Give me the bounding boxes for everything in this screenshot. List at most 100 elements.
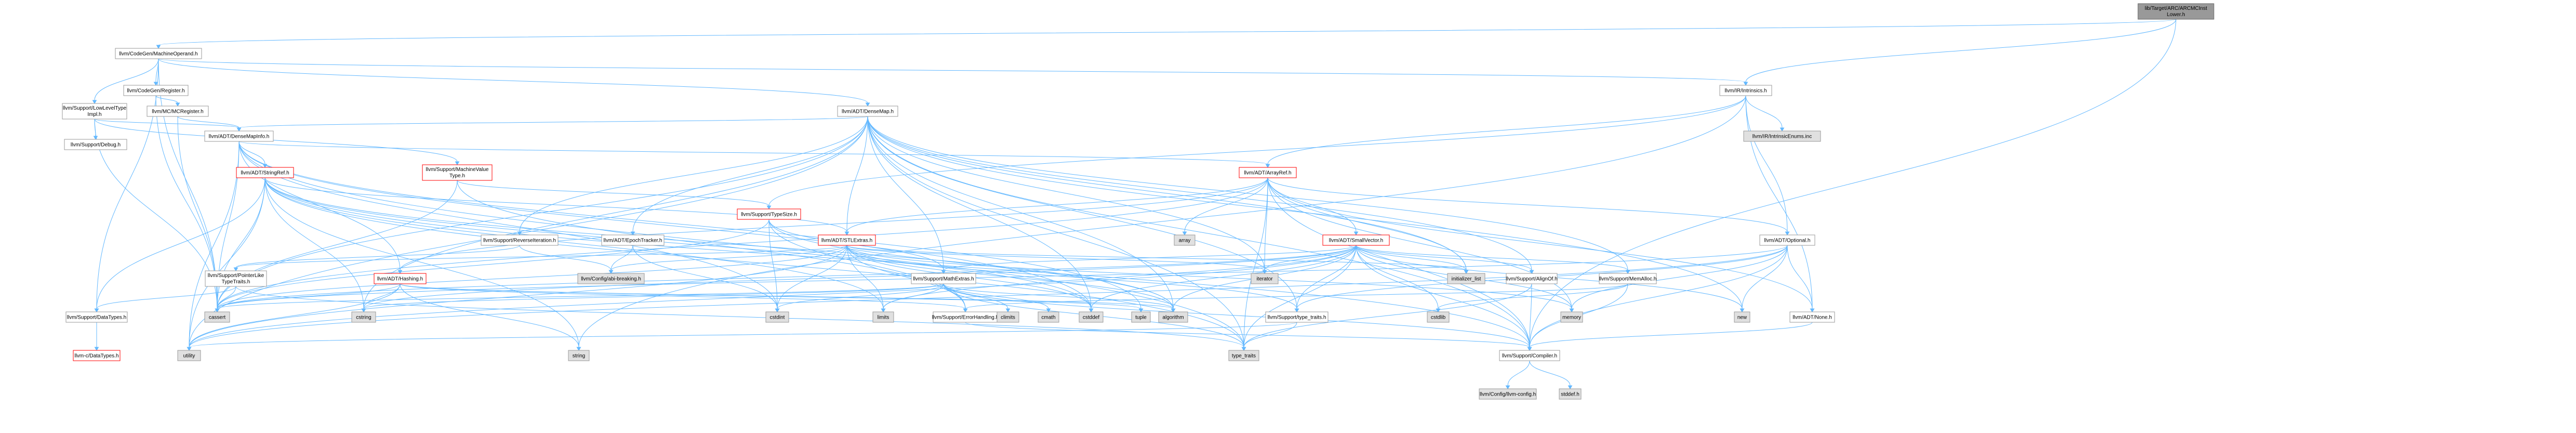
edge-stlextras-to-ptrlike: [233, 245, 847, 271]
node-cmath: cmath: [1038, 311, 1059, 323]
node-label: llvm/ADT/SmallVector.h: [1329, 238, 1383, 244]
edge-hashing-to-tuple: [400, 283, 1144, 312]
edge-mcreg-to-dmi: [177, 116, 242, 132]
node-label: Type.h: [449, 173, 465, 179]
edge-optional-to-memory: [1569, 245, 1788, 312]
node-epoch[interactable]: llvm/ADT/EpochTracker.h: [601, 234, 665, 246]
node-smallvec[interactable]: llvm/ADT/SmallVector.h: [1322, 234, 1390, 246]
edge-smallvec-to-alignof: [1356, 245, 1534, 274]
edge-intrinsics-to-arrayref: [1265, 95, 1746, 168]
edge-smallvec-to-mathext: [941, 245, 1357, 274]
edge-epoch-to-abiabr: [608, 245, 633, 274]
edge-mathext-to-algorithm: [943, 283, 1176, 312]
node-label: memory: [1562, 315, 1581, 321]
edge-datatypes-to-ctypes: [94, 322, 99, 351]
node-algorithm: algorithm: [1158, 311, 1188, 323]
node-dmi[interactable]: llvm/ADT/DenseMapInfo.h: [204, 130, 274, 142]
node-label: llvm/ADT/Hashing.h: [377, 277, 423, 282]
edge-mvt-to-cassert: [215, 180, 458, 312]
edge-stlextras-to-abiabr: [608, 245, 847, 274]
node-label: llvm/Support/Compiler.h: [1502, 353, 1557, 359]
node-debug[interactable]: llvm/Support/Debug.h: [64, 139, 127, 150]
node-label: llvm/IR/Intrinsics.h: [1724, 88, 1767, 94]
node-cstring: cstring: [351, 311, 376, 323]
node-typetraitsllvm[interactable]: llvm/Support/type_traits.h: [1265, 311, 1329, 323]
node-intrinsics[interactable]: llvm/IR/Intrinsics.h: [1719, 85, 1772, 96]
edge-mathext-to-limits: [881, 283, 944, 312]
node-none[interactable]: llvm/ADT/None.h: [1789, 311, 1835, 323]
node-label: llvm-c/DataTypes.h: [74, 353, 118, 359]
node-label: cstring: [356, 315, 371, 321]
node-label: limits: [878, 315, 889, 321]
node-label: algorithm: [1162, 315, 1184, 321]
node-alignof[interactable]: llvm/Support/AlignOf.h: [1506, 273, 1558, 284]
edge-smallvec-to-typetraitsllvm: [1294, 245, 1357, 312]
graph-edges: [92, 19, 2176, 389]
node-label: cstdlib: [1431, 315, 1446, 321]
node-label: llvm/ADT/StringRef.h: [241, 170, 289, 176]
node-label: llvm/Support/ReverseIteration.h: [483, 238, 556, 244]
node-datatypes[interactable]: llvm/Support/DataTypes.h: [65, 311, 128, 323]
edge-stringref-to-stlextras: [264, 177, 849, 235]
node-mcreg[interactable]: llvm/MC/MCRegister.h: [147, 106, 209, 117]
node-label: llvm/Support/MemAlloc.h: [1599, 277, 1657, 282]
edge-intrinsics-to-optional: [1745, 95, 1790, 235]
node-mathext[interactable]: llvm/Support/MathExtras.h: [911, 273, 976, 284]
edge-llt-to-dmi: [94, 119, 242, 132]
node-typesize[interactable]: llvm/Support/TypeSize.h: [737, 208, 801, 220]
node-compiler[interactable]: llvm/Support/Compiler.h: [1499, 350, 1560, 361]
node-label: lib/Target/ARC/ARCMCInst: [2145, 6, 2207, 11]
node-label: llvm/Support/DataTypes.h: [67, 315, 127, 321]
edge-reviter-to-abiabr: [519, 245, 614, 274]
node-cstdlib: cstdlib: [1427, 311, 1450, 323]
edge-densemap-to-memalloc: [867, 116, 1630, 274]
node-label: cmath: [1041, 315, 1055, 321]
node-ctypes[interactable]: llvm-c/DataTypes.h: [73, 350, 121, 361]
node-memalloc[interactable]: llvm/Support/MemAlloc.h: [1599, 273, 1657, 284]
edge-arrayref-to-initlist: [1267, 177, 1469, 274]
node-arrayref[interactable]: llvm/ADT/ArrayRef.h: [1239, 167, 1297, 178]
node-label: llvm/Support/MachineValue: [426, 167, 489, 173]
edge-densemap-to-iterator: [867, 116, 1267, 274]
edge-smallvec-to-iterator: [1262, 245, 1357, 274]
node-label: llvm/CodeGen/Register.h: [127, 88, 184, 94]
node-climits: climits: [997, 311, 1019, 323]
edge-optional-to-new: [1740, 245, 1788, 312]
edge-dmi-to-cstdint: [238, 141, 780, 312]
node-stringref[interactable]: llvm/ADT/StringRef.h: [236, 167, 294, 178]
edge-arrayref-to-stlextras: [844, 177, 1268, 235]
node-errhandling[interactable]: llvm/Support/ErrorHandling.h: [932, 311, 999, 323]
edge-densemap-to-stlextras: [844, 116, 868, 235]
edge-root-to-intrinsics: [1743, 19, 2176, 86]
edge-compiler-to-cfg: [1505, 360, 1530, 389]
node-cgreg[interactable]: llvm/CodeGen/Register.h: [123, 85, 189, 96]
node-label: llvm/Support/MathExtras.h: [913, 277, 974, 282]
node-reviter[interactable]: llvm/Support/ReverseIteration.h: [481, 234, 559, 246]
node-stlextras[interactable]: llvm/ADT/STLExtras.h: [818, 234, 876, 246]
node-cassert: cassert: [204, 311, 230, 323]
node-optional[interactable]: llvm/ADT/Optional.h: [1759, 234, 1815, 246]
node-label: llvm/Support/ErrorHandling.h: [932, 315, 999, 321]
node-label: cstddef: [1083, 315, 1099, 321]
node-label: llvm/Support/Debug.h: [71, 142, 121, 148]
node-label: tuple: [1135, 315, 1147, 321]
edge-stringref-to-typetraits: [264, 177, 1246, 351]
node-mo[interactable]: llvm/CodeGen/MachineOperand.h: [115, 48, 202, 59]
edge-mo-to-datatypes: [94, 58, 159, 312]
edge-memalloc-to-errhandling: [963, 283, 1628, 312]
node-label: array: [1179, 238, 1191, 244]
node-densemap[interactable]: llvm/ADT/DenseMap.h: [837, 106, 898, 117]
edge-intrinsics-to-typesize: [766, 95, 1746, 209]
node-hashing[interactable]: llvm/ADT/Hashing.h: [374, 273, 427, 284]
node-abiabr: llvm/Config/abi-breaking.h: [577, 273, 645, 284]
node-label: TypeTraits.h: [222, 279, 250, 285]
node-label: cassert: [209, 315, 225, 321]
edge-smallvec-to-initlist: [1356, 245, 1469, 274]
node-cstddef: cstddef: [1079, 311, 1104, 323]
edge-optional-to-compiler: [1527, 245, 1788, 351]
